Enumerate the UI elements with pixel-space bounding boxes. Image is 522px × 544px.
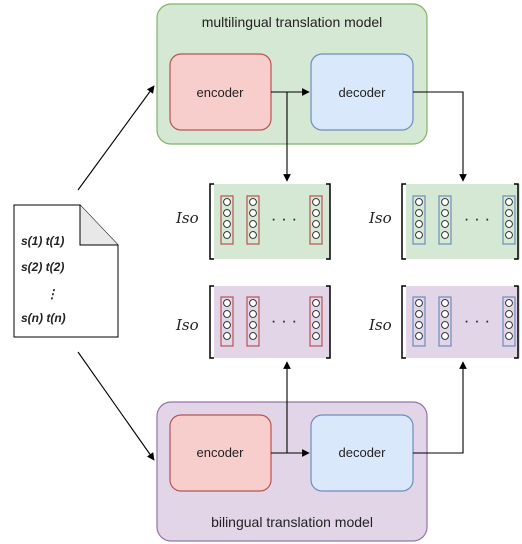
matrix-brackets	[401, 285, 519, 359]
matrix-multilingual-encoder: Iso · · ·	[175, 183, 331, 260]
vector-column-n	[502, 296, 516, 347]
matrix-brackets	[209, 183, 331, 260]
bilingual-decoder-label: decoder	[339, 445, 387, 460]
vector-column-1	[220, 296, 234, 347]
arrow-corpus-to-multilingual	[77, 85, 155, 191]
column-ellipsis: · · ·	[271, 311, 297, 330]
multilingual-model-title: multilingual translation model	[202, 14, 383, 30]
multilingual-decoder-label: decoder	[339, 85, 387, 100]
iso-label: Iso	[368, 316, 392, 334]
vector-column-1	[412, 195, 426, 245]
vector-column-n	[309, 296, 323, 347]
parallel-corpus-document: s(1) t(1) s(2) t(2) ⋮ s(n) t(n)	[13, 204, 119, 338]
matrix-multilingual-decoder: Iso · · ·	[368, 183, 520, 260]
arrow-bl-decoder-to-matrix	[413, 361, 467, 454]
matrix-bilingual-encoder: Iso · · ·	[175, 285, 331, 359]
corpus-vertical-ellipsis: ⋮	[46, 287, 58, 301]
vector-column-n	[502, 195, 516, 245]
iso-label: Iso	[175, 316, 199, 334]
vector-column-2	[246, 296, 260, 347]
vector-column-2	[438, 195, 452, 245]
column-ellipsis: · · ·	[464, 209, 490, 228]
arrows	[77, 85, 467, 461]
corpus-line-3: s(n) t(n)	[21, 311, 66, 325]
matrix-brackets	[401, 183, 519, 260]
vector-column-1	[220, 195, 234, 245]
vector-column-1	[412, 296, 426, 347]
bilingual-model-title: bilingual translation model	[211, 514, 373, 530]
arrow-corpus-to-bilingual	[77, 351, 155, 461]
document-fold	[79, 205, 118, 246]
column-ellipsis: · · ·	[271, 209, 297, 228]
corpus-line-1: s(1) t(1)	[21, 234, 64, 248]
matrix-bilingual-decoder: Iso · · ·	[368, 285, 520, 359]
vector-column-2	[246, 195, 260, 245]
arrow-ml-decoder-to-matrix	[413, 91, 467, 182]
multilingual-model-group: multilingual translation model encoder d…	[156, 3, 428, 145]
vector-column-n	[309, 195, 323, 245]
vector-column-2	[438, 296, 452, 347]
iso-label: Iso	[368, 209, 392, 227]
column-ellipsis: · · ·	[464, 311, 490, 330]
iso-label: Iso	[175, 209, 199, 227]
corpus-line-2: s(2) t(2)	[21, 260, 64, 274]
bilingual-encoder-label: encoder	[197, 445, 245, 460]
bilingual-model-group: encoder decoder bilingual translation mo…	[156, 401, 428, 542]
multilingual-encoder-label: encoder	[197, 85, 245, 100]
matrix-brackets	[209, 285, 331, 359]
